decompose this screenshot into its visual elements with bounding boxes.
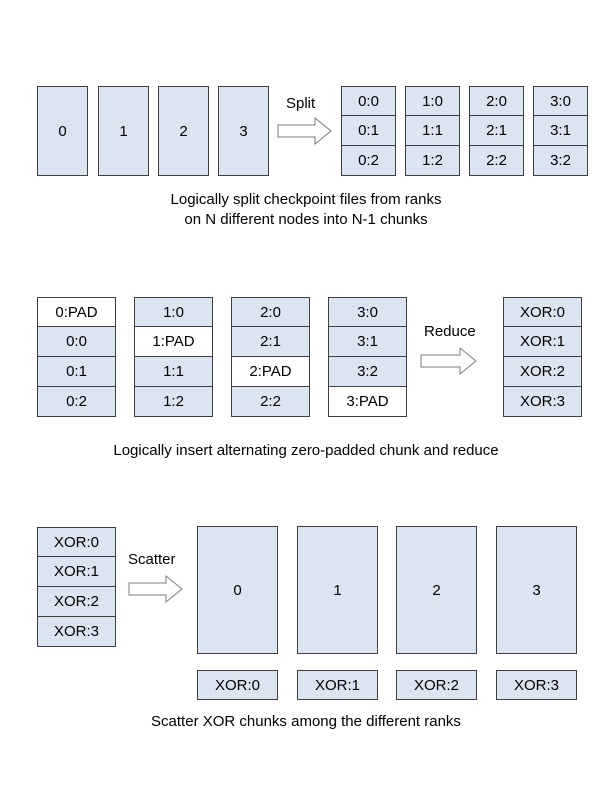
reduce-col3-row1: 3:1: [328, 327, 407, 357]
rank-file-3: 3: [218, 86, 269, 176]
reduce-caption: Logically insert alternating zero-padded…: [113, 442, 499, 459]
reduce-col0-row3: 0:2: [37, 387, 116, 417]
rank-node-1: 1: [297, 526, 378, 654]
scatter-arrow-icon: [128, 574, 183, 604]
reduce-col1-row2: 1:1: [134, 357, 213, 387]
xor-source-0: XOR:0: [37, 527, 116, 557]
reduce-col2-row0: 2:0: [231, 297, 310, 327]
chunk-2-2: 2:2: [469, 146, 524, 176]
assigned-xor-3: XOR:3: [496, 670, 577, 700]
assigned-xor-2: XOR:2: [396, 670, 477, 700]
chunk-1-0: 1:0: [405, 86, 460, 116]
chunk-1-1: 1:1: [405, 116, 460, 146]
chunk-0-1: 0:1: [341, 116, 396, 146]
rank-node-3: 3: [496, 526, 577, 654]
reduce-label: Reduce: [424, 323, 476, 340]
reduce-col2-row1: 2:1: [231, 327, 310, 357]
split-caption-line2: on N different nodes into N-1 chunks: [184, 211, 428, 228]
xor-source-2: XOR:2: [37, 587, 116, 617]
rank-node-0: 0: [197, 526, 278, 654]
reduce-col1-row3: 1:2: [134, 387, 213, 417]
xor-result-3: XOR:3: [503, 387, 582, 417]
reduce-col0-row2: 0:1: [37, 357, 116, 387]
reduce-col3-row0: 3:0: [328, 297, 407, 327]
rank-node-2: 2: [396, 526, 477, 654]
reduce-col3-row3: 3:PAD: [328, 387, 407, 417]
split-label: Split: [286, 95, 316, 112]
scatter-caption: Scatter XOR chunks among the different r…: [151, 713, 461, 730]
chunk-2-1: 2:1: [469, 116, 524, 146]
rank-file-1: 1: [98, 86, 149, 176]
chunk-2-0: 2:0: [469, 86, 524, 116]
rank-file-2: 2: [158, 86, 209, 176]
chunk-3-2: 3:2: [533, 146, 588, 176]
reduce-arrow-icon: [420, 346, 477, 376]
reduce-col2-row2: 2:PAD: [231, 357, 310, 387]
chunk-3-1: 3:1: [533, 116, 588, 146]
assigned-xor-0: XOR:0: [197, 670, 278, 700]
split-arrow-icon: [277, 116, 332, 146]
reduce-col3-row2: 3:2: [328, 357, 407, 387]
reduce-col0-row0: 0:PAD: [37, 297, 116, 327]
xor-result-2: XOR:2: [503, 357, 582, 387]
reduce-col0-row1: 0:0: [37, 327, 116, 357]
xor-source-1: XOR:1: [37, 557, 116, 587]
reduce-col1-row1: 1:PAD: [134, 327, 213, 357]
split-caption-line1: Logically split checkpoint files from ra…: [170, 191, 442, 208]
assigned-xor-1: XOR:1: [297, 670, 378, 700]
xor-result-0: XOR:0: [503, 297, 582, 327]
reduce-col1-row0: 1:0: [134, 297, 213, 327]
chunk-1-2: 1:2: [405, 146, 460, 176]
xor-source-3: XOR:3: [37, 617, 116, 647]
scatter-label: Scatter: [128, 551, 176, 568]
chunk-3-0: 3:0: [533, 86, 588, 116]
chunk-0-2: 0:2: [341, 146, 396, 176]
reduce-col2-row3: 2:2: [231, 387, 310, 417]
rank-file-0: 0: [37, 86, 88, 176]
xor-result-1: XOR:1: [503, 327, 582, 357]
chunk-0-0: 0:0: [341, 86, 396, 116]
